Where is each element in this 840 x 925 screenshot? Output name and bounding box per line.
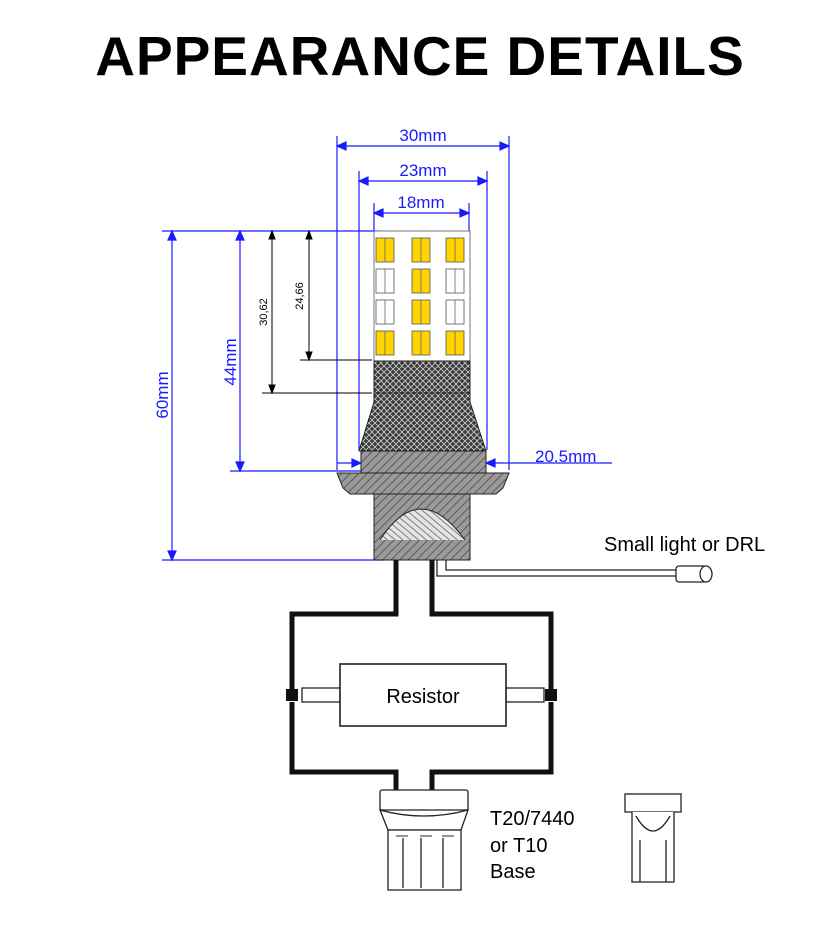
dimension-lines (162, 136, 612, 562)
base-label-line3: Base (490, 861, 536, 883)
wiring (289, 560, 554, 790)
base-width-label: 20.5mm (535, 447, 596, 466)
led-section-a-label: 30,62 (258, 298, 270, 326)
base-label-line1: T20/7440 (490, 808, 575, 830)
t20-base (378, 789, 470, 891)
page-title: APPEARANCE DETAILS (95, 25, 745, 87)
drl-wire (436, 560, 713, 583)
t10-base (624, 793, 682, 883)
resistor-label: Resistor (386, 686, 460, 708)
length-body-label: 44mm (221, 338, 240, 385)
resistor (286, 663, 557, 727)
width-inner-label: 18mm (397, 193, 444, 212)
drl-label: Small light or DRL (604, 534, 765, 556)
width-outer-label: 30mm (399, 126, 446, 145)
led-section-dimensions (262, 229, 372, 395)
base-label-line2: or T10 (490, 835, 547, 857)
led-bulb (336, 230, 510, 561)
length-total-label: 60mm (153, 371, 172, 418)
width-mid-label: 23mm (399, 161, 446, 180)
led-chips (375, 237, 465, 356)
led-section-b-label: 24,66 (294, 282, 306, 310)
